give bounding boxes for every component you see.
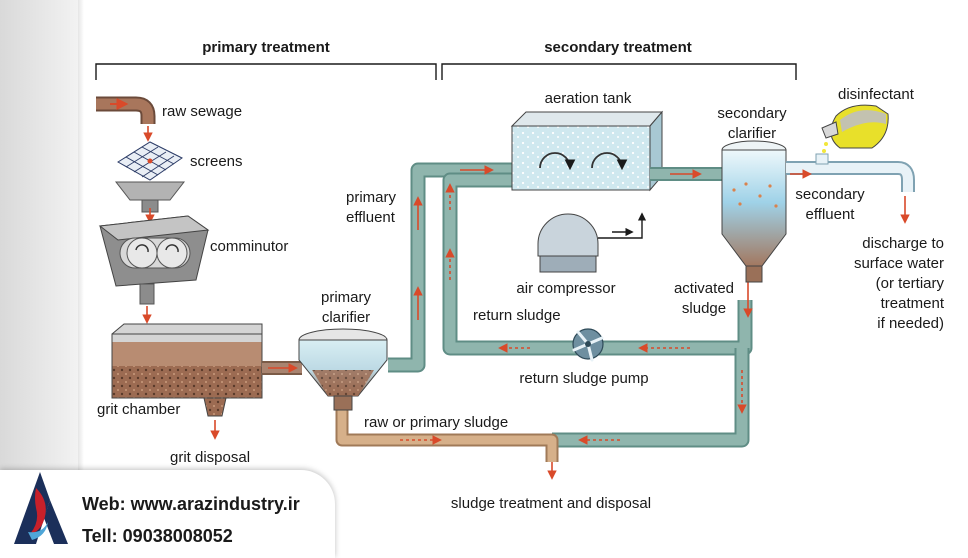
return-sludge-pump-label: return sludge pump [519,370,648,387]
secondary-bracket [441,63,797,80]
secondary-treatment-header: secondary treatment [544,39,692,56]
primary-effluent-label-2: effluent [346,209,396,226]
sidebar-shadow [78,0,84,558]
air-compressor-label: air compressor [516,280,615,297]
discharge-label-4: treatment [881,295,945,312]
primary-effluent-label-1: primary [346,189,397,206]
activated-sludge-label-2: sludge [682,300,726,317]
comminutor-label: comminutor [210,238,288,255]
disinfectant-bottle-icon [821,104,889,153]
discharge-label-3: (or tertiary [876,275,945,292]
left-sidebar-strip [0,0,78,558]
primary-bracket [95,63,437,80]
grit-chamber-tank [111,323,263,440]
return-sludge-label: return sludge [473,307,561,324]
primary-clarifier-label-1: primary [321,289,372,306]
flow-arrows [400,165,753,445]
secondary-effluent-label-2: effluent [806,206,856,223]
secondary-effluent-pipe [786,153,915,224]
raw-primary-sludge-label: raw or primary sludge [364,414,508,431]
discharge-label-1: discharge to [862,235,944,252]
secondary-clarifier-tank [721,140,787,283]
air-compressor-icon [537,212,647,273]
raw-sewage-label: raw sewage [162,103,242,120]
screens-icon [114,141,186,224]
screens-label: screens [190,153,243,170]
raw-sewage-inlet [96,96,156,142]
grit-chamber-label: grit chamber [97,401,180,418]
primary-clarifier-tank [298,328,388,411]
aeration-tank [510,110,664,192]
return-sludge-pump-icon [572,328,604,362]
primary-treatment-header: primary treatment [202,39,330,56]
secondary-clarifier-label-2: clarifier [728,125,776,142]
phone-number[interactable]: Tell: 09038008052 [82,526,233,546]
comminutor-icon [98,215,210,324]
aeration-tank-label: aeration tank [545,90,632,107]
secondary-effluent-label-1: secondary [795,186,865,203]
activated-sludge-label-1: activated [674,280,734,297]
sludge-treatment-label: sludge treatment and disposal [451,495,651,512]
secondary-clarifier-label-1: secondary [717,105,787,122]
disinfectant-label: disinfectant [838,86,915,103]
grit-disposal-label: grit disposal [170,449,250,466]
raw-sludge-pipe [335,410,559,462]
discharge-label-2: surface water [854,255,944,272]
web-address[interactable]: Web: www.arazindustry.ir [82,494,300,514]
company-logo [14,472,68,544]
primary-clarifier-label-2: clarifier [322,309,370,326]
discharge-label-5: if needed) [877,315,944,332]
